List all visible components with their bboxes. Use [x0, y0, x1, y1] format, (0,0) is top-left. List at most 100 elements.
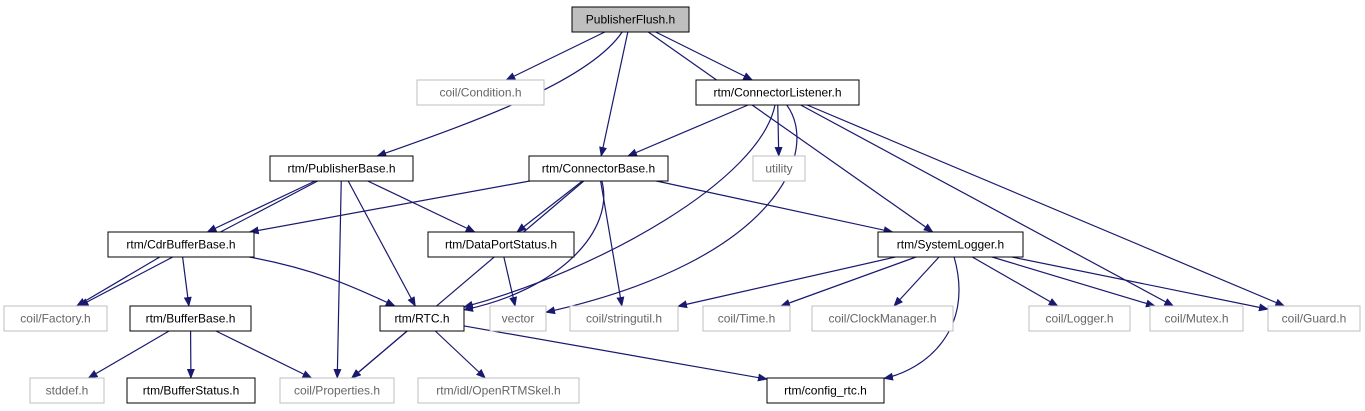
node-box	[571, 6, 690, 33]
node-box	[489, 305, 547, 332]
node-logger: coil/Logger.h	[1028, 305, 1131, 332]
node-label: coil/stringutil.h	[586, 312, 662, 326]
node-box	[528, 155, 669, 182]
edge-root-connbase	[599, 31, 629, 157]
node-box	[107, 231, 255, 258]
edge-connbase-cdrbuf	[248, 180, 530, 235]
node-box	[379, 305, 465, 332]
node-cdrbuf[interactable]: rtm/CdrBufferBase.h	[107, 231, 255, 258]
edge-pubbase-props	[333, 180, 342, 379]
node-skel: rtm/idl/OpenRTMSkel.h	[417, 377, 580, 404]
node-label: rtm/config_rtc.h	[784, 384, 867, 398]
node-stddef: stddef.h	[29, 377, 105, 404]
edge-cdrbuf-bufbase	[182, 256, 192, 307]
edge-syslog-logger	[971, 256, 1059, 307]
node-utility: utility	[752, 155, 806, 182]
node-strutil: coil/stringutil.h	[569, 305, 679, 332]
edge-syslog-clock	[893, 256, 940, 307]
node-box	[279, 377, 395, 404]
node-rtc[interactable]: rtm/RTC.h	[379, 305, 465, 332]
edge-cdrbuf-factory	[75, 256, 161, 307]
node-label: rtm/BufferStatus.h	[143, 384, 240, 398]
node-box	[569, 305, 679, 332]
node-bufstat[interactable]: rtm/BufferStatus.h	[126, 377, 256, 404]
node-box	[695, 79, 860, 106]
node-dps[interactable]: rtm/DataPortStatus.h	[427, 231, 575, 258]
edge-connbase-syslog	[656, 180, 894, 235]
node-label: coil/Mutex.h	[1164, 312, 1228, 326]
node-guard: coil/Guard.h	[1267, 305, 1361, 332]
edge-connlist-guard	[806, 104, 1286, 307]
node-config[interactable]: rtm/config_rtc.h	[766, 377, 885, 404]
node-label: rtm/BufferBase.h	[146, 312, 236, 326]
node-label: rtm/CdrBufferBase.h	[126, 238, 235, 252]
edge-syslog-time	[780, 256, 917, 307]
node-box	[1149, 305, 1244, 332]
node-label: PublisherFlush.h	[586, 13, 675, 27]
edge-syslog-mutex	[991, 256, 1156, 308]
edge-connlist-vector	[545, 104, 798, 315]
node-box	[1028, 305, 1131, 332]
node-box	[416, 79, 545, 106]
node-label: coil/Factory.h	[20, 312, 90, 326]
edge-pubbase-cdrbuf	[206, 180, 316, 233]
edge-rtc-skel	[434, 330, 486, 379]
node-label: coil/Properties.h	[294, 384, 380, 398]
edges-layer	[75, 31, 1286, 382]
node-box	[811, 305, 954, 332]
node-label: rtm/RTC.h	[394, 312, 449, 326]
node-box	[427, 231, 575, 258]
node-cond: coil/Condition.h	[416, 79, 545, 106]
node-root[interactable]: PublisherFlush.h	[571, 6, 690, 33]
edge-bufbase-props	[215, 330, 313, 379]
edge-syslog-config	[883, 256, 960, 381]
edge-connlist-rtc	[463, 104, 776, 309]
node-label: rtm/DataPortStatus.h	[445, 238, 557, 252]
edge-root-syslog	[647, 31, 934, 233]
edge-connlist-connbase	[627, 104, 749, 157]
node-vector: vector	[489, 305, 547, 332]
node-label: utility	[765, 162, 792, 176]
node-label: coil/Time.h	[718, 312, 776, 326]
node-box	[877, 231, 1024, 258]
edge-syslog-guard	[1011, 256, 1269, 312]
node-box	[3, 305, 108, 332]
edge-cdrbuf-rtc	[249, 256, 396, 307]
edge-rtc-config	[463, 325, 768, 382]
edge-connbase-dps	[516, 180, 583, 233]
node-label: coil/Logger.h	[1045, 312, 1113, 326]
edge-rtc-props	[350, 330, 408, 379]
edge-root-cond	[505, 31, 606, 81]
edge-dps-vector	[503, 256, 518, 307]
edge-root-connlist	[655, 31, 754, 81]
edge-pubbase-dps	[367, 180, 476, 233]
node-box	[129, 305, 252, 332]
node-clock: coil/ClockManager.h	[811, 305, 954, 332]
node-box	[269, 155, 414, 182]
node-label: rtm/PublisherBase.h	[287, 162, 395, 176]
node-label: coil/Condition.h	[439, 86, 521, 100]
node-bufbase[interactable]: rtm/BufferBase.h	[129, 305, 252, 332]
node-connbase[interactable]: rtm/ConnectorBase.h	[528, 155, 669, 182]
node-pubbase[interactable]: rtm/PublisherBase.h	[269, 155, 414, 182]
nodes-layer: PublisherFlush.h coil/Condition.h rtm/Conn…	[3, 6, 1361, 404]
node-syslog[interactable]: rtm/SystemLogger.h	[877, 231, 1024, 258]
node-box	[752, 155, 806, 182]
node-factory: coil/Factory.h	[3, 305, 108, 332]
node-label: stddef.h	[46, 384, 89, 398]
node-connlist[interactable]: rtm/ConnectorListener.h	[695, 79, 860, 106]
node-box	[417, 377, 580, 404]
node-props: coil/Properties.h	[279, 377, 395, 404]
node-box	[766, 377, 885, 404]
node-label: rtm/ConnectorListener.h	[713, 86, 841, 100]
node-box	[126, 377, 256, 404]
edge-connbase-strutil	[600, 180, 625, 307]
edge-connlist-utility	[774, 104, 783, 157]
node-box	[1267, 305, 1361, 332]
node-label: rtm/SystemLogger.h	[897, 238, 1004, 252]
edge-syslog-strutil	[677, 256, 896, 309]
node-label: coil/Guard.h	[1282, 312, 1347, 326]
node-box	[702, 305, 791, 332]
node-box	[29, 377, 105, 404]
